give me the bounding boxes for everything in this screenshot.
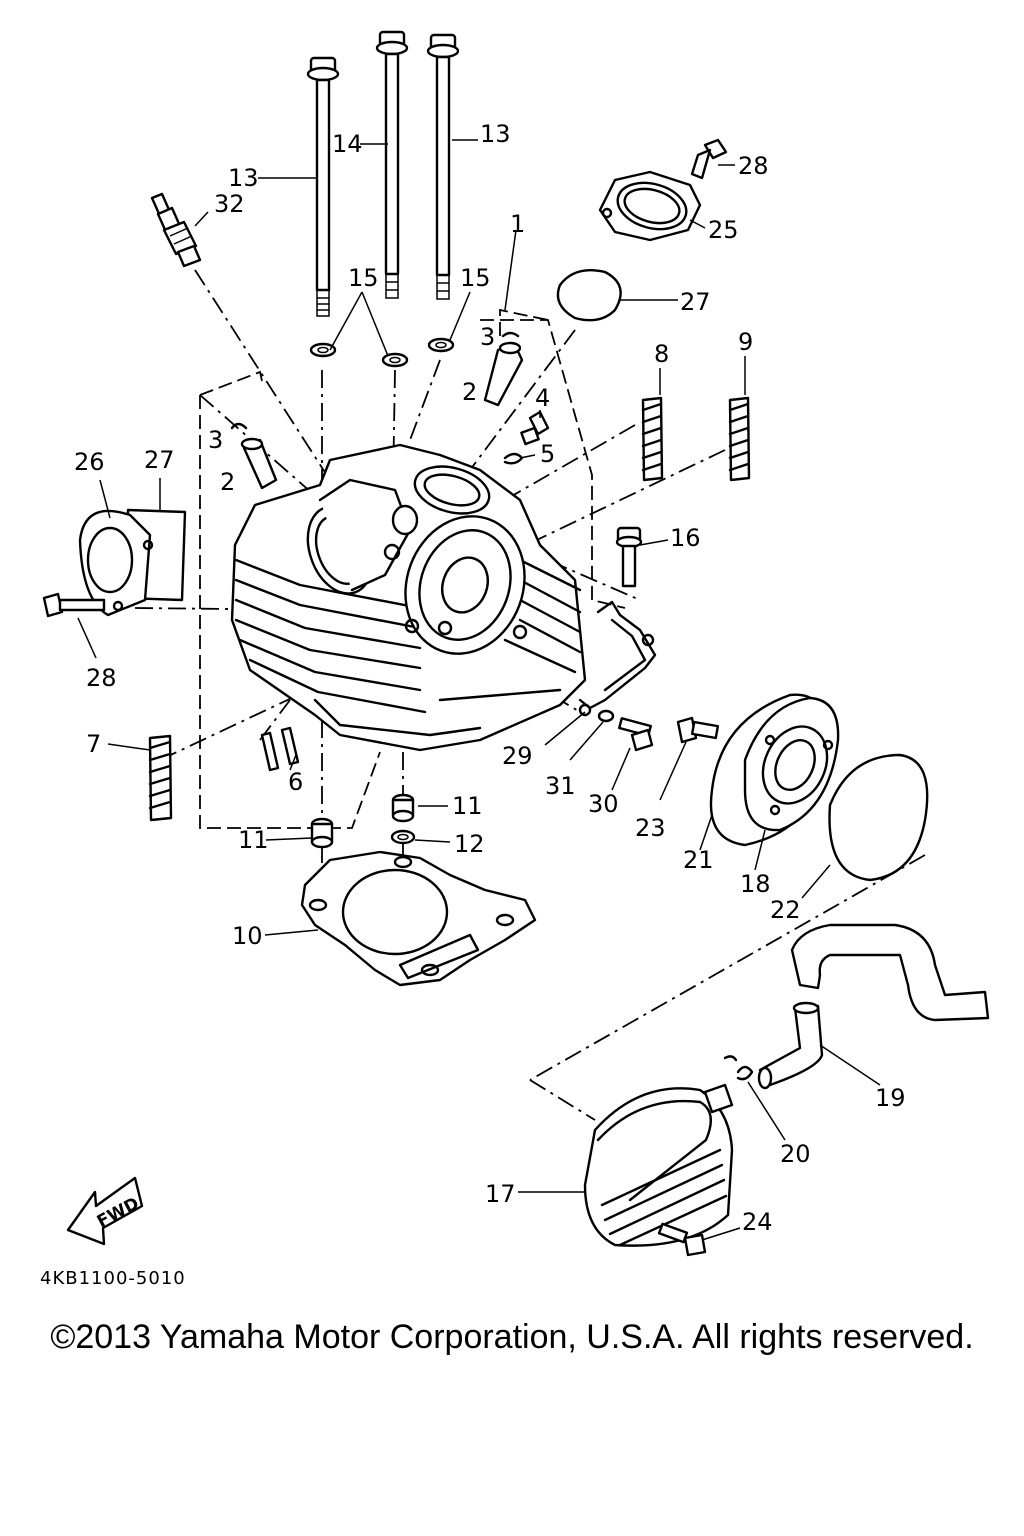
bolt-24 — [657, 1222, 707, 1257]
callout-4: 4 — [535, 384, 550, 412]
callout-3-right: 3 — [480, 323, 495, 351]
dowel-pins-6 — [260, 726, 300, 772]
callout-25: 25 — [708, 216, 739, 244]
callout-13-right: 13 — [480, 120, 511, 148]
bolt-30 — [618, 717, 654, 752]
callout-5: 5 — [540, 440, 555, 468]
callout-27-left: 27 — [144, 446, 175, 474]
callout-15-right: 15 — [460, 264, 491, 292]
callout-11-right: 11 — [452, 792, 483, 820]
callout-10: 10 — [232, 922, 263, 950]
callout-24: 24 — [742, 1208, 773, 1236]
callout-18: 18 — [740, 870, 771, 898]
callout-30: 30 — [588, 790, 619, 818]
side-cover-26 — [78, 508, 187, 617]
callout-leaders — [77, 139, 881, 1241]
spring-9 — [728, 396, 751, 482]
clip-20 — [723, 1055, 754, 1081]
bolt-16 — [615, 526, 643, 588]
callout-28-top: 28 — [738, 152, 769, 180]
callout-28-left: 28 — [86, 664, 117, 692]
washer-12 — [390, 829, 416, 845]
head-gasket-10 — [300, 850, 537, 987]
gasket-22 — [828, 753, 929, 882]
callout-8: 8 — [654, 340, 669, 368]
spark-plug-32 — [150, 192, 202, 268]
callout-16: 16 — [670, 524, 701, 552]
callout-32: 32 — [214, 190, 245, 218]
clip-3-right — [501, 331, 520, 338]
callout-14: 14 — [332, 130, 363, 158]
long-bolt-14 — [375, 30, 409, 299]
callout-2-left: 2 — [220, 468, 235, 496]
valve-cover-25 — [598, 170, 702, 242]
spring-8 — [641, 396, 664, 482]
callout-15-left: 15 — [348, 264, 379, 292]
clip-3-left — [230, 422, 248, 430]
spring-7 — [148, 734, 173, 822]
callout-7: 7 — [86, 730, 101, 758]
callout-6: 6 — [288, 768, 303, 796]
plug-4 — [520, 410, 550, 446]
callout-31: 31 — [545, 772, 576, 800]
callout-2-right: 2 — [462, 378, 477, 406]
diagram-code: 4KB1100-5010 — [40, 1268, 186, 1289]
callout-29: 29 — [502, 742, 533, 770]
bolt-28-left — [42, 592, 106, 618]
callout-26: 26 — [74, 448, 105, 476]
long-bolt-13-right — [426, 33, 460, 300]
long-bolt-13-left — [306, 56, 340, 317]
callout-21: 21 — [683, 846, 714, 874]
hose-19 — [757, 923, 990, 1090]
callout-13-left: 13 — [228, 164, 259, 192]
callout-20: 20 — [780, 1140, 811, 1168]
collar-11-right — [391, 793, 415, 823]
callout-27-top: 27 — [680, 288, 711, 316]
bolt-28-top — [690, 138, 728, 180]
fwd-arrow-icon: FWD — [66, 1176, 144, 1246]
callout-22: 22 — [770, 896, 801, 924]
callout-17: 17 — [485, 1180, 516, 1208]
bolt-23 — [676, 716, 720, 744]
clip-5 — [503, 452, 524, 465]
washers-15 — [309, 337, 455, 368]
callout-1: 1 — [510, 210, 525, 238]
copyright-notice: ©2013 Yamaha Motor Corporation, U.S.A. A… — [50, 1318, 974, 1356]
collar-11-left — [310, 817, 334, 849]
callout-labels: 13 14 13 32 15 15 1 28 25 27 3 2 4 5 8 9… — [74, 120, 906, 1236]
callout-23: 23 — [635, 814, 666, 842]
cover-17 — [583, 1083, 734, 1247]
gasket-27-top — [556, 268, 622, 322]
washer-31 — [597, 709, 615, 723]
callout-19: 19 — [875, 1084, 906, 1112]
gasket-29 — [578, 600, 657, 717]
valve-guide-2-right — [483, 341, 524, 407]
plate-18 — [743, 696, 840, 832]
callout-3-left: 3 — [208, 426, 223, 454]
callout-9: 9 — [738, 328, 753, 356]
callout-12: 12 — [454, 830, 485, 858]
cylinder-head — [230, 443, 587, 752]
valve-guide-2-left — [240, 437, 278, 490]
callout-11-left: 11 — [238, 826, 269, 854]
